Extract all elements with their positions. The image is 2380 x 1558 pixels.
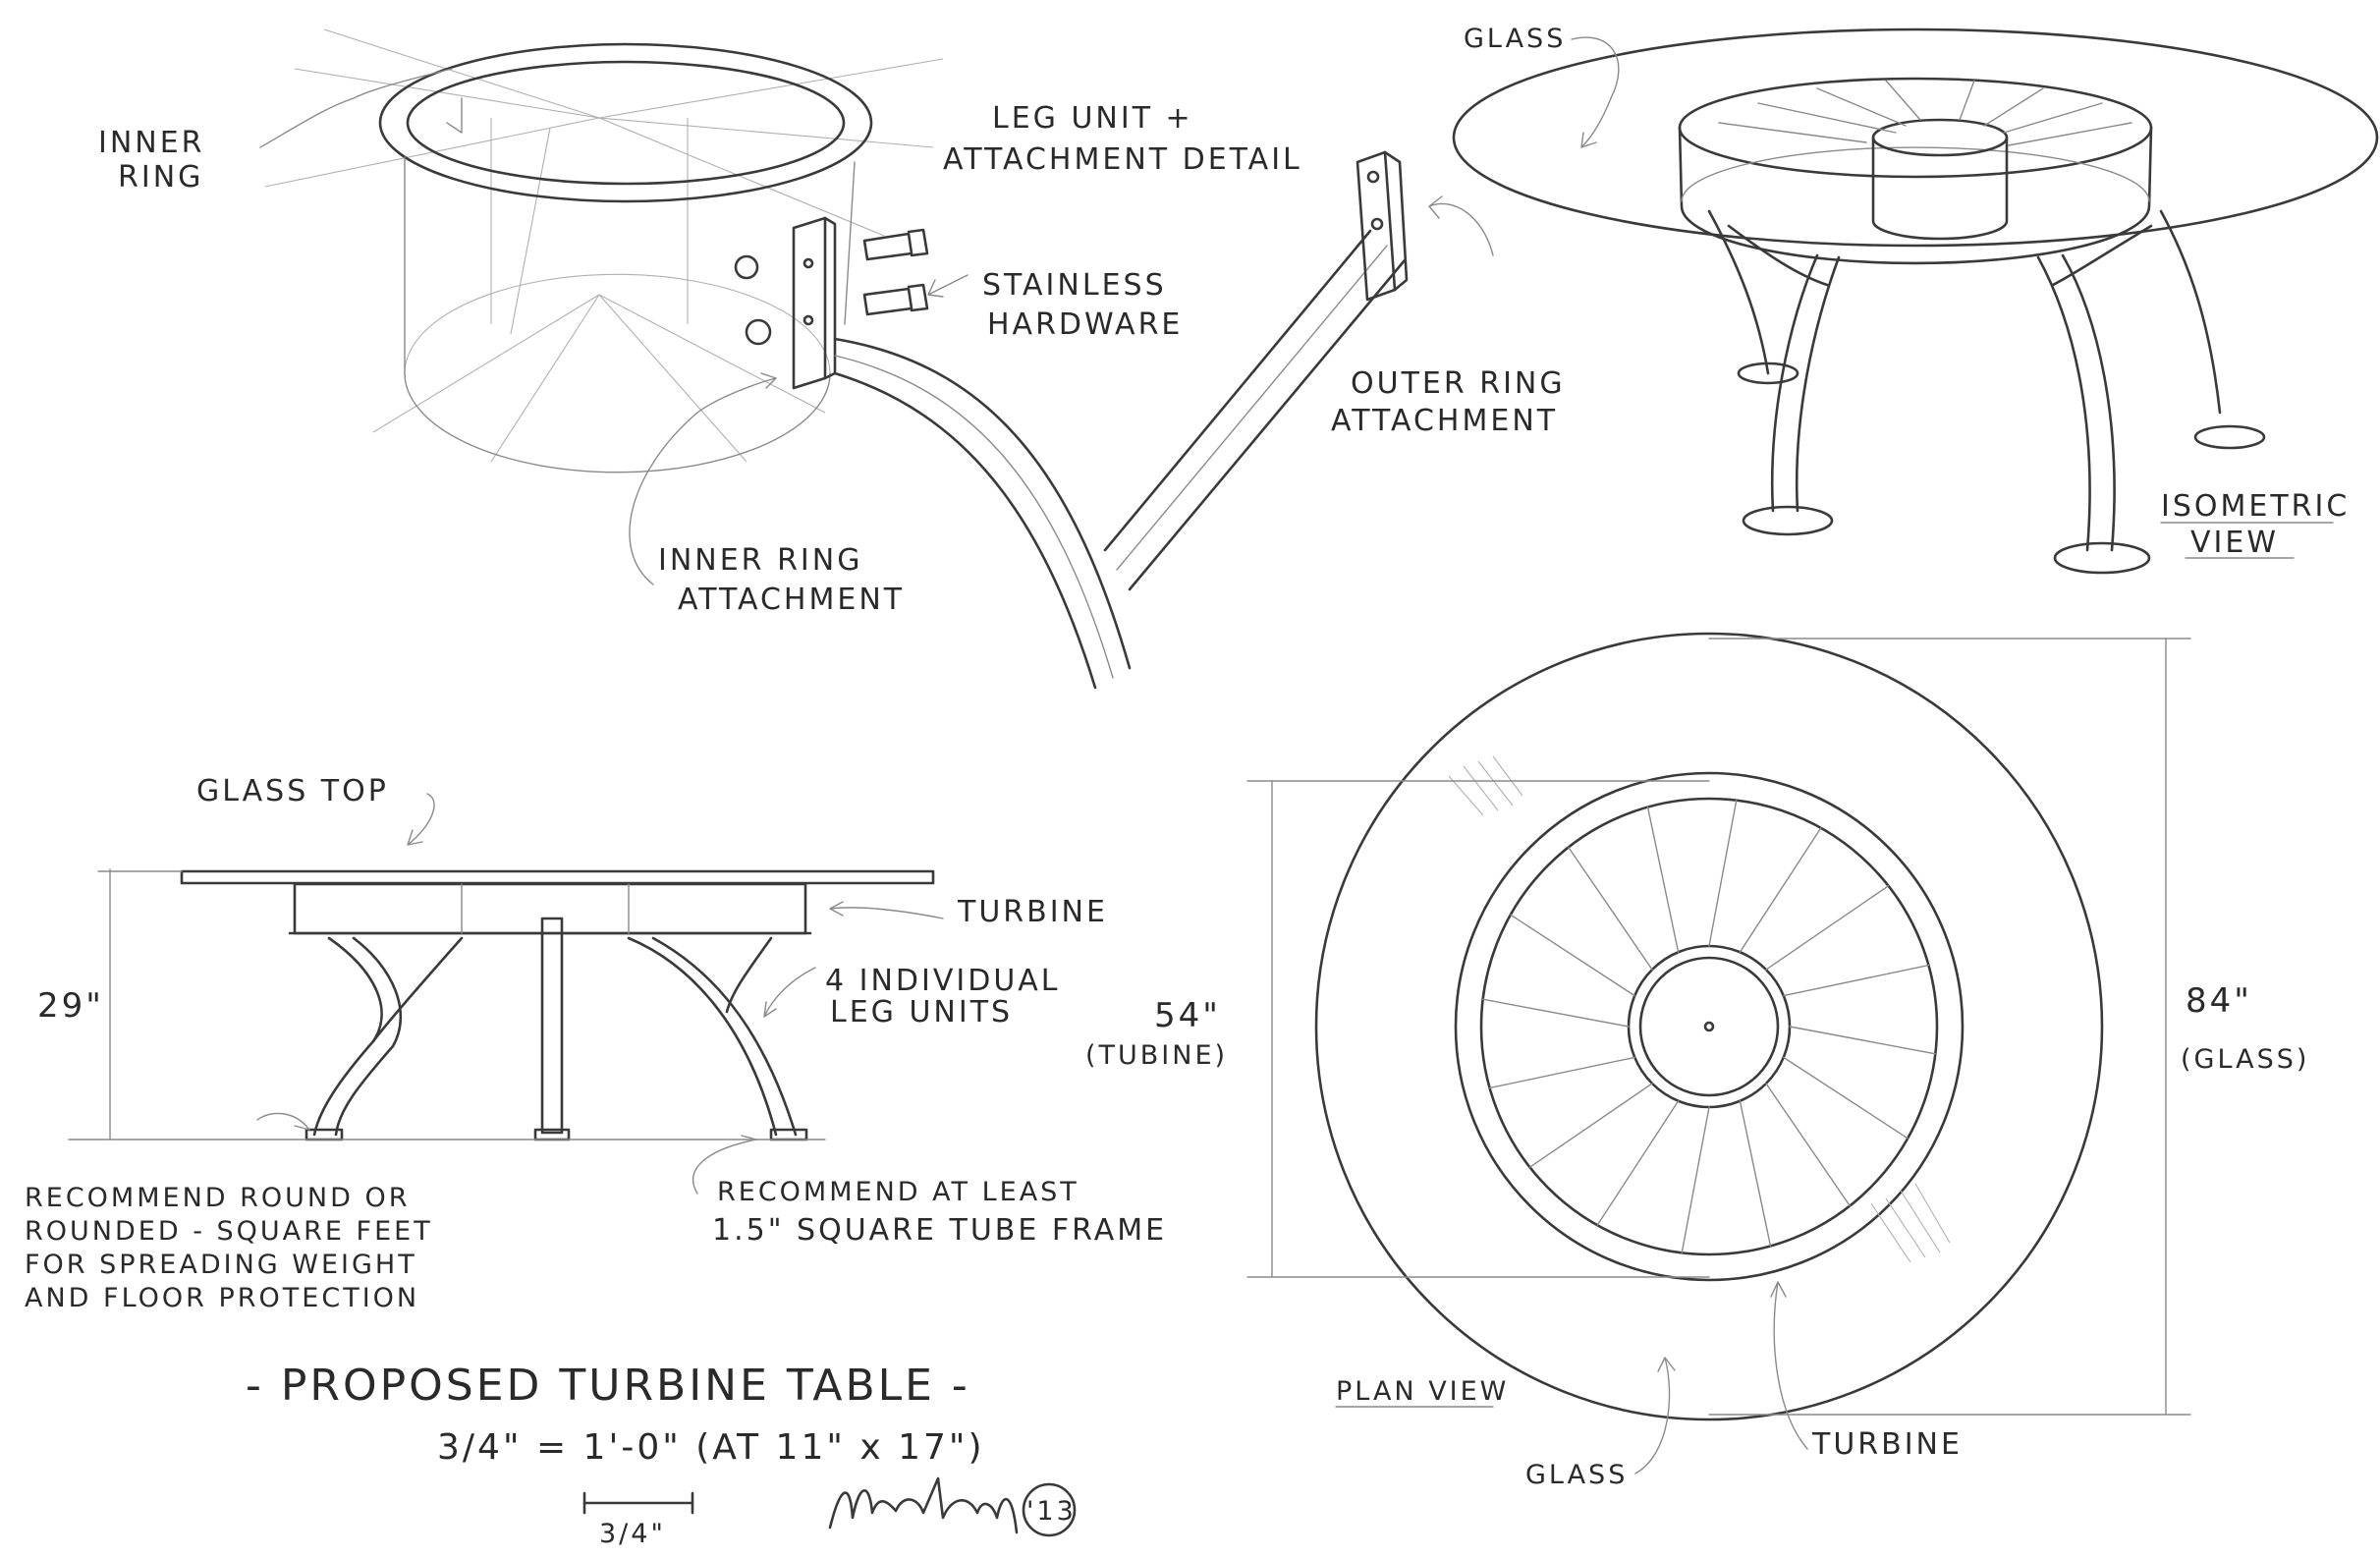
feet-note-2: ROUNDED - SQUARE FEET — [25, 1216, 433, 1247]
plan-glass-outer — [1314, 632, 2104, 1421]
inner-ring-top-inner — [406, 60, 846, 186]
plan-turbine-outer — [1454, 771, 1965, 1282]
turbine-spoke — [1646, 806, 1680, 953]
scale-note: 3/4" = 1'-0" (AT 11" x 17") — [437, 1427, 985, 1468]
turbine-spoke — [1783, 1056, 1909, 1140]
turbine-spoke — [1739, 1100, 1772, 1248]
turbine-dimension: 54" — [1154, 996, 1221, 1035]
side-elevation: 29" GLASS TOP TURBINE 4 INDIVIDUAL LEG U… — [25, 774, 1167, 1313]
turbine-spoke — [1510, 914, 1635, 997]
plan-turbine-label: TURBINE — [1811, 1427, 1963, 1462]
inner-bracket-plate — [792, 216, 827, 390]
turbine-band — [293, 882, 807, 935]
frame-note-2: 1.5" SQUARE TUBE FRAME — [712, 1213, 1167, 1248]
inner-ring-top-outer — [378, 42, 873, 203]
inner-ring-attachment-label: INNER RING — [658, 543, 862, 578]
stainless-hardware-label: STAINLESS — [982, 268, 1167, 303]
leg-tube-straight — [1103, 229, 1372, 552]
plan-hub-outer — [1627, 944, 1792, 1109]
leg-unit-title-2: ATTACHMENT DETAIL — [943, 142, 1302, 177]
turbine-spoke — [1488, 1056, 1635, 1089]
plan-hub-inner — [1638, 956, 1780, 1097]
turbine-dimension-sub: (TUBINE) — [1085, 1040, 1228, 1071]
inner-ring-attachment-label-2: ATTACHMENT — [678, 583, 905, 617]
glass-top-label: GLASS TOP — [196, 774, 389, 808]
feet-note-1: RECOMMEND ROUND OR — [25, 1183, 411, 1213]
feet-note-3: FOR SPREADING WEIGHT — [25, 1250, 417, 1280]
glass-dimension: 84" — [2186, 981, 2252, 1021]
signature-year: '13 — [1026, 1496, 1077, 1527]
plan-glass-label: GLASS — [1525, 1460, 1628, 1490]
outer-ring-attachment-label-2: ATTACHMENT — [1331, 404, 1558, 438]
title-block: - PROPOSED TURBINE TABLE - 3/4" = 1'-0" … — [246, 1361, 1077, 1549]
iso-legs — [1707, 209, 2222, 552]
leg-tube-curve — [833, 337, 1132, 670]
turbine-spoke — [1789, 1026, 1937, 1055]
plan-view-label: PLAN VIEW — [1336, 1376, 1509, 1407]
glass-dimension-sub: (GLASS) — [2181, 1044, 2309, 1075]
plan-turbine-spokes — [1481, 799, 1937, 1254]
isometric-view: GLASS ISOMETRIC VIEW — [1452, 24, 2379, 575]
signature-mark — [828, 1476, 1019, 1534]
iso-glass-label: GLASS — [1464, 24, 1566, 54]
plan-view: 54" (TUBINE) 84" (GLASS) PLAN VIEW GLASS… — [1085, 632, 2309, 1490]
frame-note-1: RECOMMEND AT LEAST — [717, 1177, 1079, 1207]
inner-ring-bottom — [404, 372, 831, 473]
height-dimension: 29" — [37, 986, 104, 1026]
turbine-elev-label: TURBINE — [957, 895, 1108, 929]
inner-ring-label-2: RING — [118, 160, 203, 195]
turbine-spoke — [1708, 799, 1738, 947]
isometric-view-label-2: VIEW — [2190, 526, 2279, 560]
leg-unit-title: LEG UNIT + — [992, 101, 1193, 136]
stainless-hardware-label-2: HARDWARE — [987, 307, 1183, 342]
turbine-spoke — [1568, 846, 1653, 971]
turbine-spoke — [1783, 964, 1930, 997]
drawing-title: - PROPOSED TURBINE TABLE - — [246, 1361, 970, 1411]
turbine-spoke — [1528, 1083, 1653, 1168]
leg-attachment-detail: INNER RING LEG UNIT + ATTACHMENT DETAIL … — [98, 28, 1566, 690]
feet-note-4: AND FLOOR PROTECTION — [25, 1283, 419, 1313]
construction-rays — [264, 28, 944, 463]
turbine-spoke — [1596, 1100, 1680, 1226]
scale-bar-label: 3/4" — [599, 1519, 666, 1549]
turbine-spoke — [1765, 1083, 1851, 1207]
leg-units-label-2: LEG UNITS — [830, 995, 1013, 1029]
turbine-spoke — [1765, 885, 1890, 971]
plan-turbine-inner — [1479, 797, 1939, 1256]
outer-ring-attachment-label: OUTER RING — [1351, 366, 1566, 401]
turbine-spoke — [1481, 998, 1630, 1028]
glass-top-panel — [180, 869, 935, 885]
turbine-spoke — [1739, 827, 1822, 953]
stainless-bolts — [734, 228, 929, 346]
turbine-spoke — [1681, 1106, 1710, 1254]
isometric-view-label: ISOMETRIC — [2161, 489, 2350, 524]
leg-units-label: 4 INDIVIDUAL — [825, 964, 1061, 998]
inner-ring-label: INNER — [98, 126, 205, 160]
iso-glass-top — [1452, 28, 2379, 248]
